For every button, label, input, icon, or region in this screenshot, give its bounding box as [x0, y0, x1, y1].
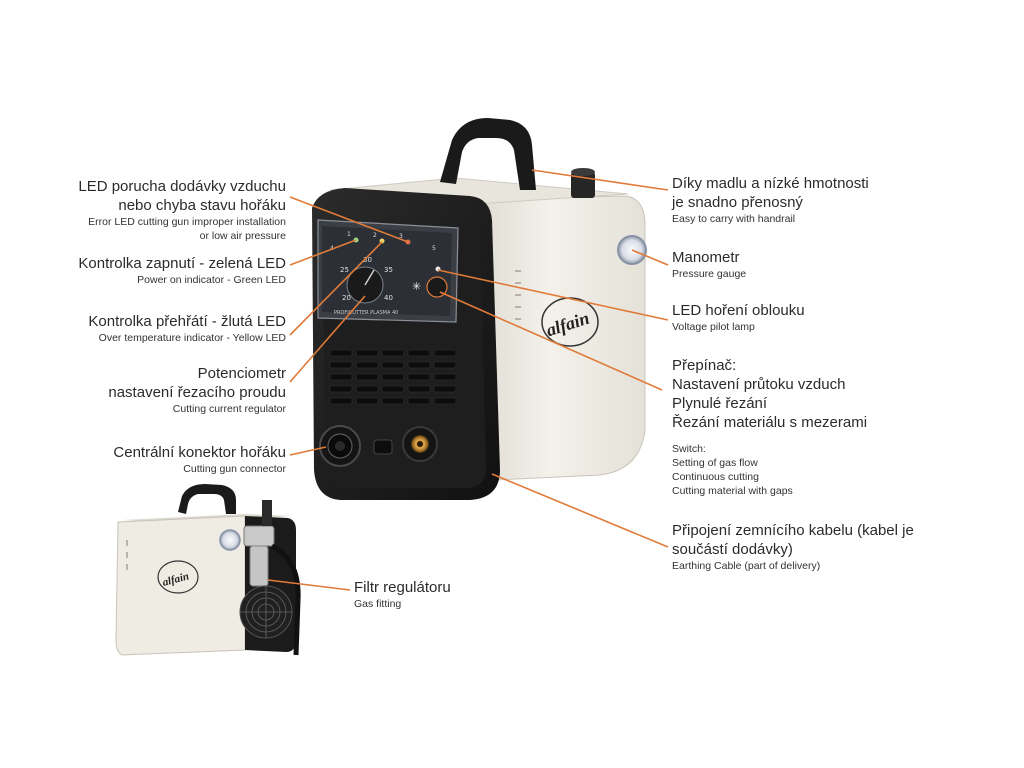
carry-handle — [440, 118, 536, 190]
regulator-filter — [243, 525, 275, 547]
svg-text:5: 5 — [432, 245, 436, 252]
callout-connector-title: Centrální konektor hořáku — [113, 444, 286, 461]
leader-pot — [289, 295, 366, 383]
svg-text:✳: ✳ — [412, 280, 421, 293]
callout-switch: Přepínač: Nastavení průtoku vzduch Plynu… — [672, 356, 867, 498]
inset-gauge — [219, 529, 241, 551]
callout-pilot-en: Voltage pilot lamp — [672, 321, 755, 333]
leader-lines — [267, 169, 669, 591]
svg-text:30: 30 — [363, 256, 372, 264]
main-machine: alfain 1 2 3 4 5 20 25 30 35 40 — [312, 118, 647, 500]
callout-pot: Potenciometr nastavení řezacího proudu C… — [108, 364, 286, 416]
leader-led-air — [289, 196, 409, 243]
callout-gauge-en: Pressure gauge — [672, 268, 747, 280]
callout-power: Kontrolka zapnutí - zelená LED Power on … — [78, 254, 286, 287]
svg-text:40: 40 — [384, 294, 393, 302]
leader-power — [289, 239, 357, 266]
callout-handle-title-1: Díky madlu a nízké hmotnosti — [672, 175, 869, 192]
leader-filter — [267, 579, 351, 591]
leader-pilot — [437, 269, 669, 321]
callout-switch-title-1: Přepínač: — [672, 357, 737, 374]
callout-handle-en: Easy to carry with handrail — [672, 213, 796, 225]
callout-pilot-title: LED hoření oblouku — [672, 302, 805, 319]
mode-switch — [426, 276, 448, 298]
svg-text:20: 20 — [342, 294, 351, 302]
callout-gauge: Manometr Pressure gauge — [672, 248, 746, 281]
vent-grille — [329, 349, 457, 405]
callout-pilot: LED hoření oblouku Voltage pilot lamp — [672, 301, 805, 334]
leader-connector — [289, 446, 327, 456]
callout-filter: Filtr regulátoru Gas fitting — [354, 578, 451, 611]
svg-text:3: 3 — [399, 233, 403, 240]
callout-filter-en: Gas fitting — [354, 598, 402, 610]
leader-handle — [531, 169, 669, 191]
callout-overtemp: Kontrolka přehřátí - žlutá LED Over temp… — [88, 312, 286, 345]
callout-power-title: Kontrolka zapnutí - zelená LED — [78, 255, 286, 272]
callout-handle-title-2: je snadno přenosný — [672, 194, 803, 211]
inset-body-white — [115, 515, 246, 656]
callout-pot-en: Cutting current regulator — [172, 403, 286, 415]
callout-pot-title-2: nastavení řezacího proudu — [108, 384, 286, 401]
model-label: PROFICUTTER PLASMA 40 — [334, 310, 398, 316]
callout-led-air: LED porucha dodávky vzduchu nebo chyba s… — [78, 177, 286, 243]
svg-text:25: 25 — [340, 266, 349, 274]
callout-switch-en-3: Continuous cutting — [672, 471, 759, 483]
leader-overtemp — [289, 241, 383, 336]
svg-text:35: 35 — [384, 266, 393, 274]
svg-text:1: 1 — [347, 231, 351, 238]
callout-led-air-title-2: nebo chyba stavu hořáku — [118, 197, 286, 214]
callout-handle: Díky madlu a nízké hmotnosti je snadno p… — [672, 174, 869, 226]
inset-handle — [178, 484, 236, 514]
callout-earth: Připojení zemnícího kabelu (kabel je sou… — [672, 521, 914, 573]
callout-switch-title-2: Nastavení průtoku vzduch — [672, 376, 846, 393]
callout-earth-title-1: Připojení zemnícího kabelu (kabel je — [672, 522, 914, 539]
callout-overtemp-en: Over temperature indicator - Yellow LED — [98, 332, 286, 344]
callout-overtemp-title: Kontrolka přehřátí - žlutá LED — [88, 313, 286, 330]
callout-led-air-en-2: or low air pressure — [199, 230, 286, 242]
callout-earth-title-2: součástí dodávky) — [672, 541, 793, 558]
callout-connector: Centrální konektor hořáku Cutting gun co… — [113, 443, 286, 476]
callout-filter-title: Filtr regulátoru — [354, 579, 451, 596]
callout-led-air-en-1: Error LED cutting gun improper installat… — [88, 216, 286, 228]
callout-gauge-title: Manometr — [672, 249, 740, 266]
callout-led-air-title-1: LED porucha dodávky vzduchu — [78, 178, 286, 195]
svg-text:2: 2 — [373, 232, 377, 239]
callout-switch-en-1: Switch: — [672, 443, 706, 455]
callout-power-en: Power on indicator - Green LED — [137, 274, 286, 286]
callout-switch-title-3: Plynulé řezání — [672, 395, 768, 412]
inset-machine: alfain — [115, 484, 301, 656]
callout-earth-en: Earthing Cable (part of delivery) — [672, 560, 821, 572]
leader-switch — [439, 291, 663, 391]
inset-hose — [270, 543, 301, 656]
callout-switch-title-4: Řezání materiálu s mezerami — [672, 414, 868, 431]
callout-switch-en-4: Cutting material with gaps — [672, 485, 793, 497]
callout-connector-en: Cutting gun connector — [183, 463, 286, 475]
callout-pot-title-1: Potenciometr — [197, 365, 286, 382]
leader-earth — [491, 473, 669, 548]
leader-gauge — [631, 249, 669, 266]
callout-switch-en-2: Setting of gas flow — [672, 457, 758, 469]
